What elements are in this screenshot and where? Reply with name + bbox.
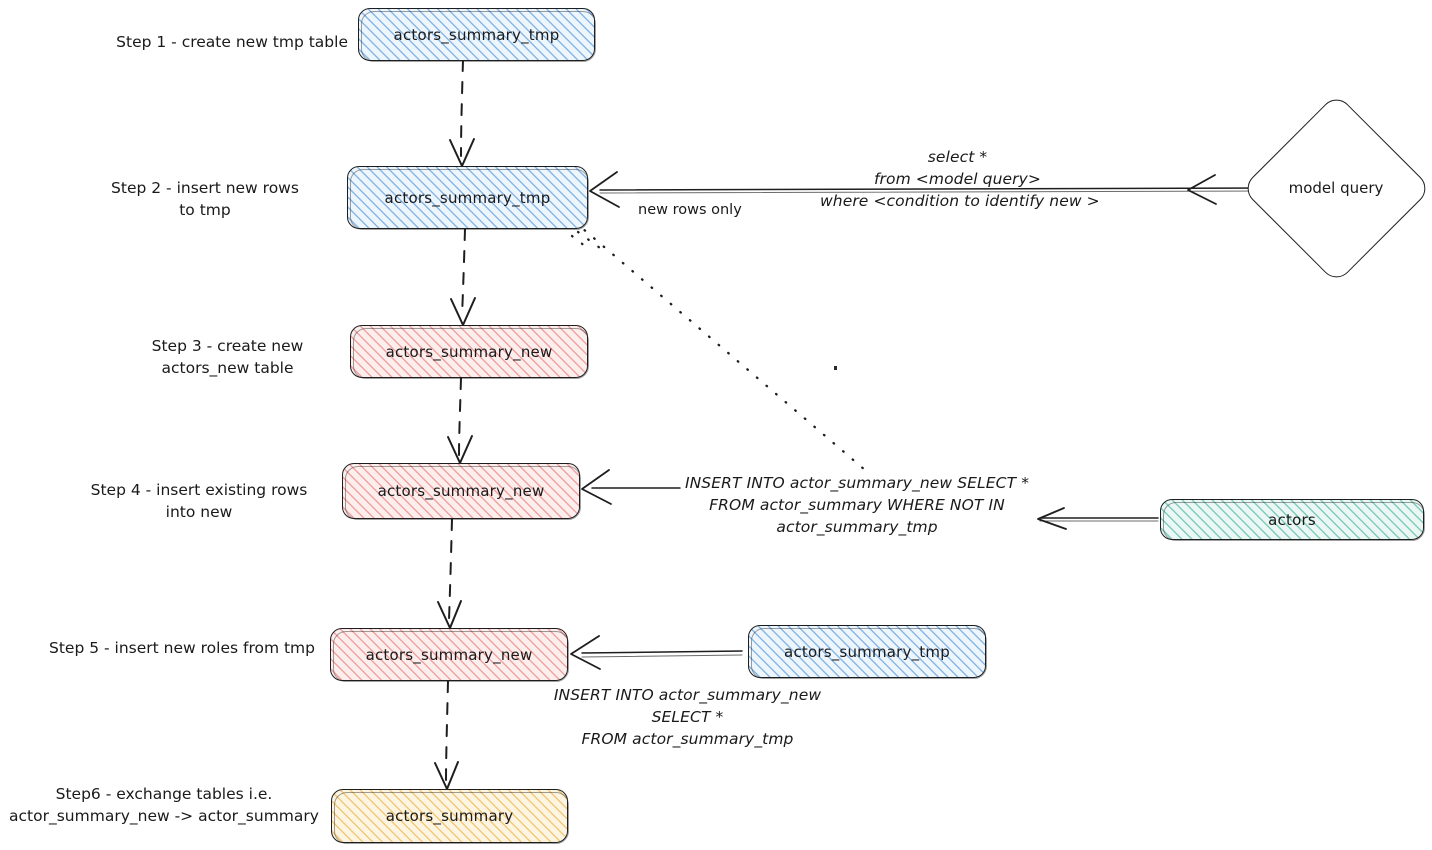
node-actors-summary-new-step3[interactable]: actors_summary_new — [350, 325, 589, 379]
edge-new3-to-summary — [445, 680, 449, 781]
edge-new1-to-new2 — [458, 377, 462, 456]
edge-new2-to-new3 — [448, 518, 453, 621]
arrowhead-new3-right — [570, 635, 601, 670]
edge-tmp2-to-new1 — [461, 228, 466, 317]
edge-tmp1-to-tmp2 — [460, 59, 464, 157]
arrowhead-tmp2-right — [589, 171, 620, 208]
step-label-1: Step 1 - create new tmp table — [116, 33, 348, 51]
step-label-5: Step 5 - insert new roles from tmp — [49, 639, 315, 657]
node-label: actors_summary — [385, 807, 514, 825]
edge-tmp2-dotted-diagonal-c — [570, 234, 592, 252]
node-label: actors_summary_tmp — [784, 642, 950, 661]
edge-tmpsrc-to-new3 — [581, 650, 743, 654]
arrowhead-new3 — [437, 600, 462, 629]
node-label: actors_summary_tmp — [384, 188, 551, 207]
node-actors-summary-tmp-step1[interactable]: actors_summary_tmp — [358, 8, 596, 62]
annotation-insert-tmp-sql: INSERT INTO actor_summary_new SELECT * F… — [553, 686, 822, 748]
arrowhead-summary — [434, 761, 459, 790]
arrowhead-mid-modelquery — [1187, 174, 1217, 205]
step-label-6: Step6 - exchange tables i.e. actor_summa… — [9, 785, 319, 825]
node-actors-table[interactable]: actors — [1160, 499, 1425, 541]
step-label-2: Step 2 - insert new rows to tmp — [111, 179, 299, 219]
node-label: actors_summary_new — [377, 482, 545, 500]
arrowhead-tmp2 — [449, 138, 475, 167]
node-actors-summary-tmp-step2[interactable]: actors_summary_tmp — [347, 166, 589, 230]
node-model-query-label: model query — [1288, 179, 1384, 197]
node-label: actors_summary_tmp — [393, 25, 560, 44]
node-actors-summary-tmp-source[interactable]: actors_summary_tmp — [748, 625, 987, 679]
edge-tmp2-dotted-diagonal-b — [576, 230, 602, 250]
node-actors-summary-new-step4[interactable]: actors_summary_new — [342, 463, 581, 520]
arrowhead-new1 — [450, 297, 476, 326]
edge-tmp2-dotted-diagonal — [573, 220, 867, 472]
node-actors-summary-new-step5[interactable]: actors_summary_new — [330, 628, 569, 682]
node-label: actors_summary_new — [385, 342, 553, 361]
ink-speck — [834, 366, 837, 370]
arrowhead-new2 — [447, 435, 473, 464]
arrowhead-sql4 — [1037, 507, 1067, 530]
annotation-insert-existing-sql: INSERT INTO actor_summary_new SELECT * F… — [684, 474, 1030, 536]
annotation-new-rows-only: new rows only — [638, 202, 742, 218]
edge-tmpsrc-to-new3-shadow — [581, 654, 743, 658]
node-label: actors_summary_new — [365, 645, 533, 664]
step-label-3: Step 3 - create new actors_new table — [151, 337, 304, 377]
node-label: actors — [1268, 510, 1316, 529]
step-label-4: Step 4 - insert existing rows into new — [90, 481, 308, 521]
annotation-model-query-sql: select * from <model query> where <condi… — [820, 148, 1100, 210]
arrowhead-new2-right — [581, 469, 612, 505]
node-actors-summary-final[interactable]: actors_summary — [331, 789, 569, 844]
